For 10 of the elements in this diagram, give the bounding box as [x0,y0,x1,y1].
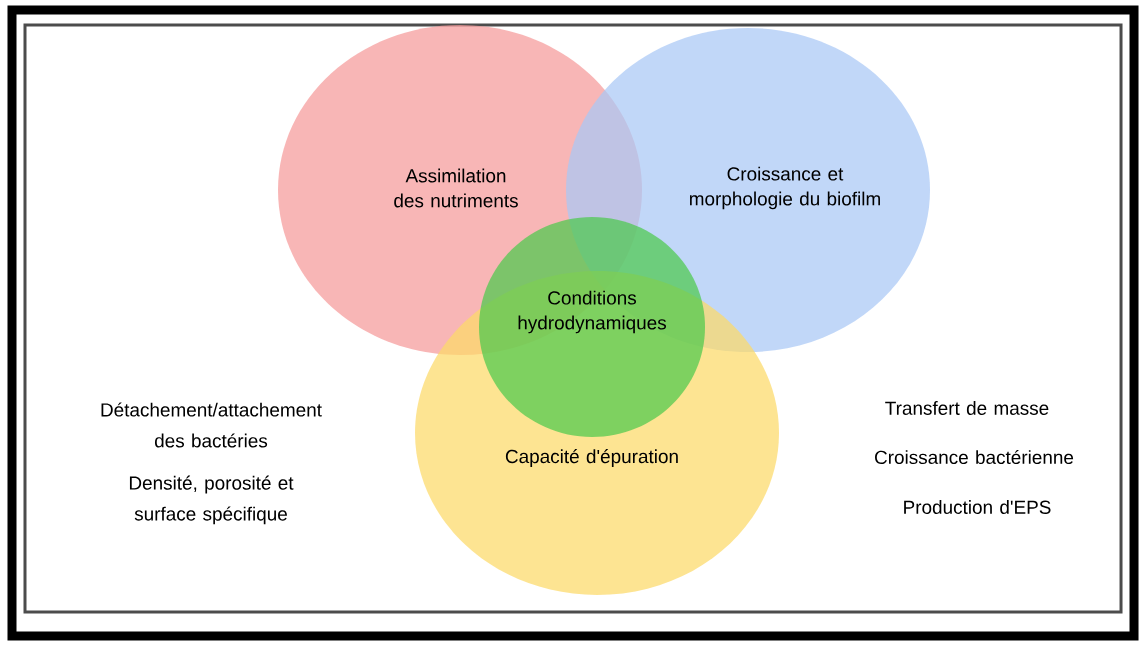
factor-label: Détachement/attachement des bactéries [101,402,322,448]
circle-label: Croissance et morphologie du biofilm [690,166,880,210]
factor-label: Densité, porosité et surface spécifique [129,475,294,525]
factor-label: Production d'EPS [904,500,1051,514]
circle-label: Capacité d'épuration [505,449,678,467]
factor-label: Croissance bactérienne [875,449,1074,465]
circle-label: Conditions hydrodynamiques [518,290,666,334]
factor-label: Transfert de masse [885,401,1049,415]
circle-label: Assimilation des nutriments [394,168,518,208]
venn-circle [479,217,705,437]
